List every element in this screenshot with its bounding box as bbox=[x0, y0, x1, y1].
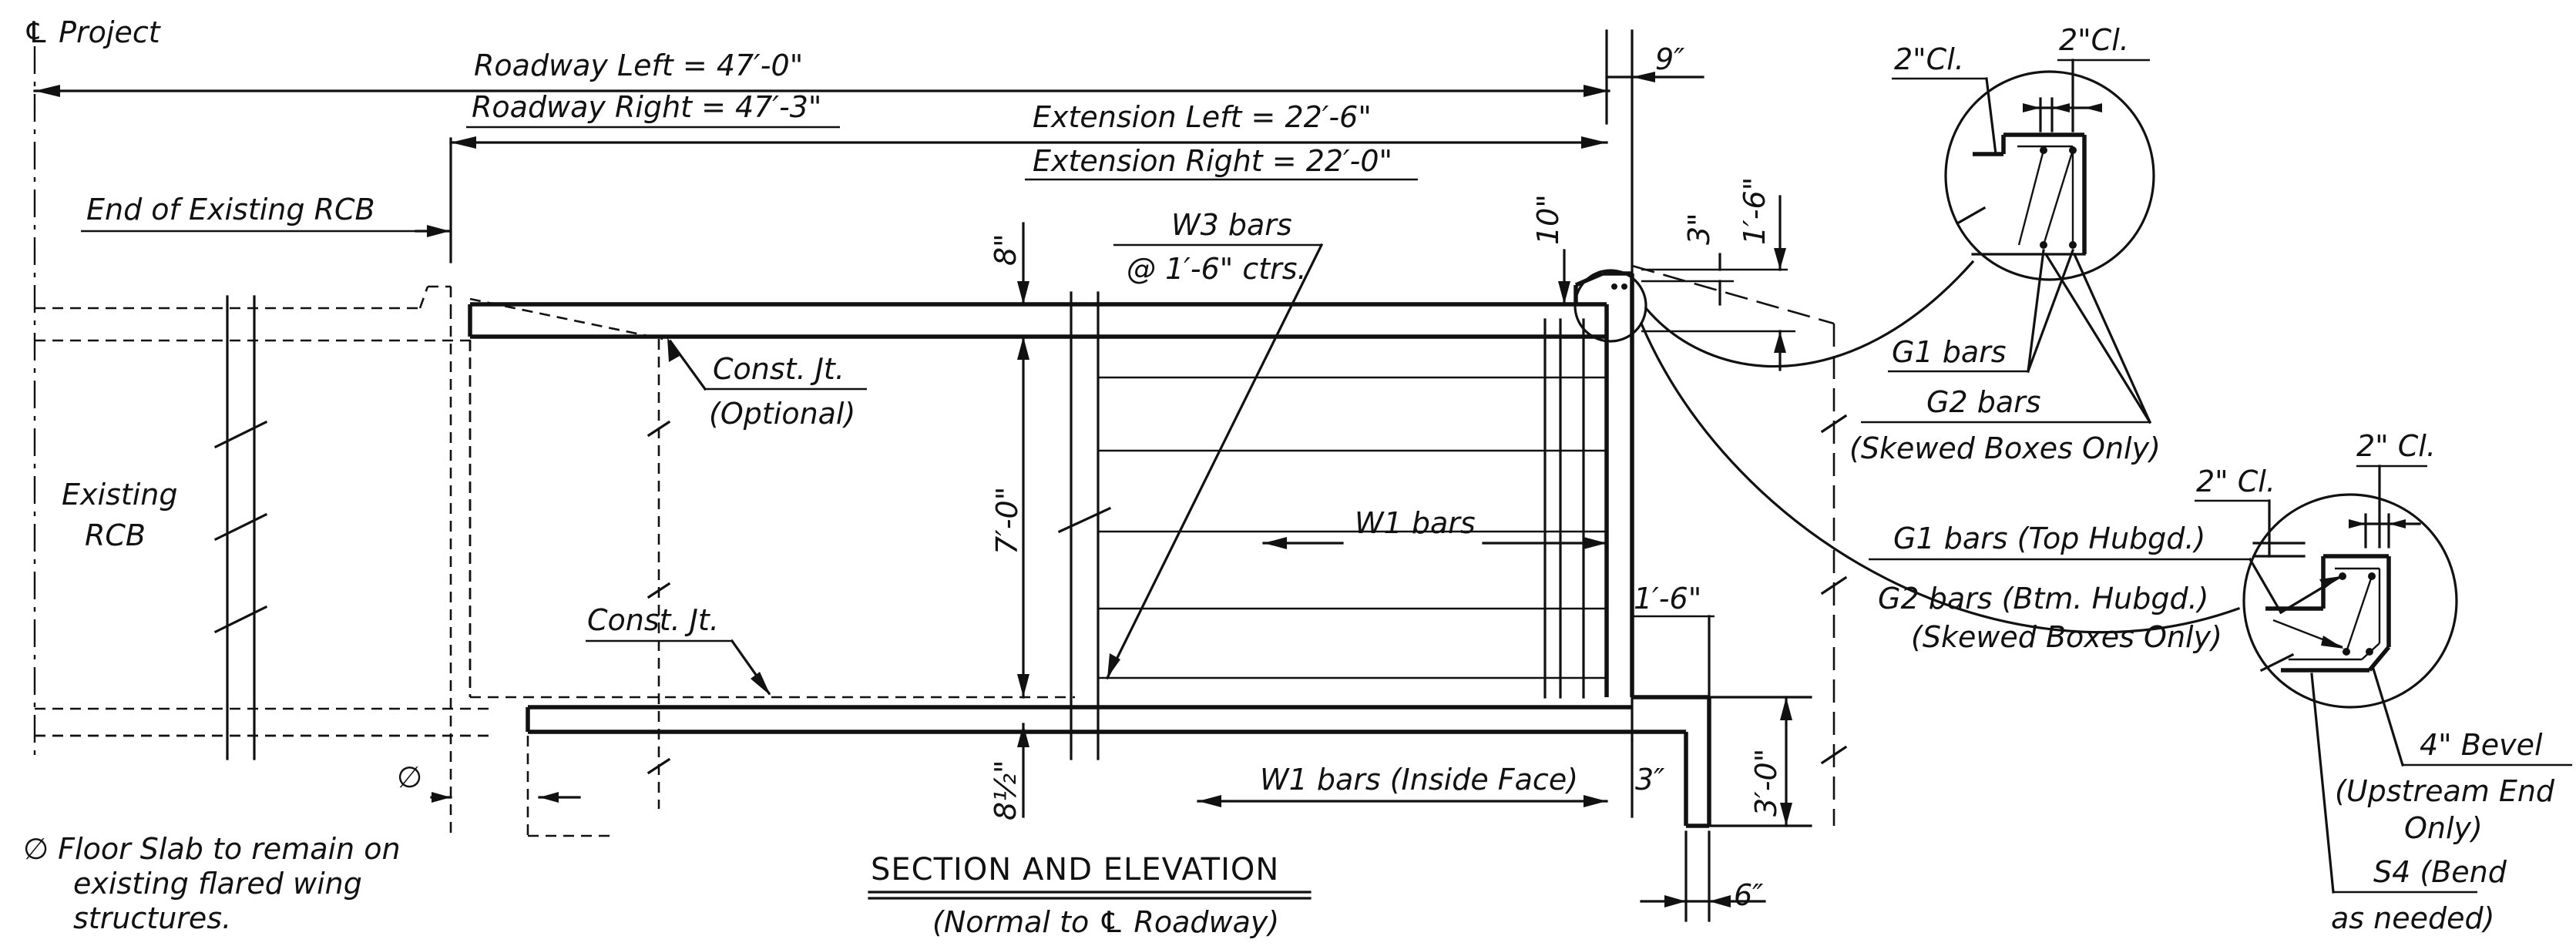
eight-inch-label: 8" bbox=[989, 233, 1023, 266]
three-ft-label: 3′-0" bbox=[1749, 749, 1783, 817]
extension-left-label: Extension Left = 22′-6" bbox=[1033, 100, 1372, 134]
drawing-title: SECTION AND ELEVATION bbox=[871, 852, 1279, 887]
nine-inch-label: 9″ bbox=[1655, 42, 1684, 76]
three-top-label: 3" bbox=[1682, 213, 1716, 245]
skewed-2-label: (Skewed Boxes Only) bbox=[1911, 620, 2222, 654]
note-line-1: ∅ Floor Slab to remain on bbox=[23, 832, 401, 866]
extension-right-label: Extension Right = 22′-0" bbox=[1033, 144, 1392, 178]
g1-top-label: G1 bars (Top Hubgd.) bbox=[1893, 522, 2205, 555]
cl-project-label: ℄ Project bbox=[23, 15, 162, 49]
optional-label: (Optional) bbox=[709, 397, 855, 431]
ten-inch-label: 10" bbox=[1531, 194, 1565, 245]
detail-callout-1 bbox=[1573, 269, 1647, 343]
rcb-label: RCB bbox=[85, 518, 146, 552]
seven-ft-label: 7′-0" bbox=[990, 487, 1024, 555]
s4-2-label: as needed) bbox=[2331, 901, 2494, 935]
roadway-left-label: Roadway Left = 47′-0" bbox=[474, 49, 803, 82]
d1-2cl-left-label: 2"Cl. bbox=[1894, 42, 1964, 76]
w3-bars-label: W3 bars bbox=[1171, 208, 1292, 242]
drawing-subtitle: (Normal to ℄ Roadway) bbox=[932, 905, 1279, 939]
const-jt-1-label: Const. Jt. bbox=[713, 352, 845, 386]
upstream-2-label: Only) bbox=[2404, 811, 2483, 845]
detail-2-circle bbox=[2242, 493, 2458, 709]
w3-spacing-label: @ 1′-6" ctrs. bbox=[1127, 252, 1307, 286]
const-jt-2-label: Const. Jt. bbox=[587, 603, 719, 637]
w1-inside-label: W1 bars (Inside Face) bbox=[1260, 763, 1578, 797]
eight-half-label: 8½" bbox=[989, 760, 1023, 821]
d2-2cl-right-label: 2" Cl. bbox=[2356, 429, 2436, 463]
g1-bars-label: G1 bars bbox=[1892, 335, 2007, 369]
upstream-1-label: (Upstream End bbox=[2335, 774, 2555, 808]
detail-1-circle bbox=[1944, 70, 2155, 281]
g2-bars-label: G2 bars bbox=[1926, 385, 2041, 419]
existing-label: Existing bbox=[62, 478, 178, 512]
three-inch-label: 3″ bbox=[1635, 763, 1664, 797]
note-line-3: structures. bbox=[73, 901, 231, 935]
skewed-1-label: (Skewed Boxes Only) bbox=[1849, 431, 2161, 465]
d1-2cl-right-label: 2"Cl. bbox=[2059, 23, 2129, 57]
end-existing-label: End of Existing RCB bbox=[86, 193, 375, 226]
w1-bars-label: W1 bars bbox=[1355, 506, 1476, 540]
one-six-top-label: 1′-6" bbox=[1738, 177, 1772, 245]
d2-2cl-left-label: 2" Cl. bbox=[2196, 465, 2275, 498]
one-six-right-label: 1′-6" bbox=[1634, 582, 1701, 616]
note-line-2: existing flared wing bbox=[73, 867, 362, 901]
s4-1-label: S4 (Bend bbox=[2373, 855, 2507, 889]
diameter-symbol-label: ∅ bbox=[397, 760, 422, 794]
bevel-label: 4" Bevel bbox=[2420, 728, 2543, 762]
six-inch-label: 6″ bbox=[1734, 878, 1763, 912]
roadway-right-label: Roadway Right = 47′-3" bbox=[472, 90, 821, 124]
g2-btm-label: G2 bars (Btm. Hubgd.) bbox=[1878, 582, 2209, 616]
